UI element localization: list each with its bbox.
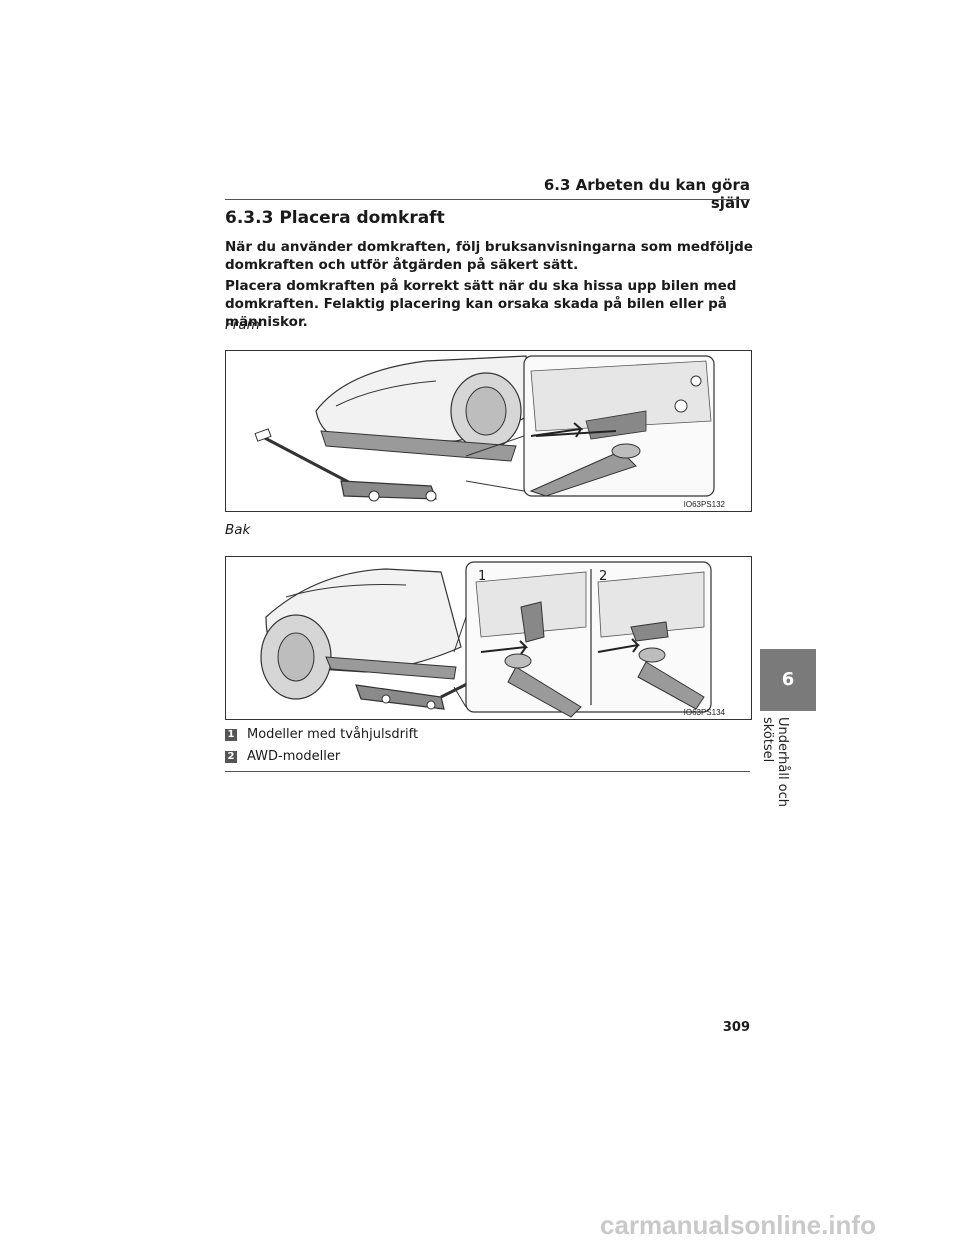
legend-text: AWD-modeller (247, 749, 341, 764)
chapter-tab[interactable]: 6 (760, 649, 816, 711)
section-title: 6.3.3 Placera domkraft (225, 208, 445, 228)
warning-paragraph: Placera domkraften på korrekt sätt när d… (225, 278, 737, 330)
bottom-rule (225, 771, 750, 772)
intro-paragraph: När du använder domkraften, följ bruksan… (225, 239, 753, 273)
legend-number: 1 (225, 729, 237, 741)
legend-item-1: 1 Modeller med tvåhjulsdrift (225, 727, 418, 742)
rear-callout-1: 1 (478, 569, 487, 584)
front-figure-code: IO63PS132 (683, 500, 725, 509)
chapter-title: 6.3 Arbeten du kan göra själv (543, 176, 750, 212)
rear-jack-figure: 1 2 IO63PS134 (225, 556, 752, 720)
watermark: carmanualsonline.info (600, 1210, 876, 1240)
front-jack-figure: IO63PS132 (225, 350, 752, 512)
legend-text: Modeller med tvåhjulsdrift (247, 727, 419, 742)
rear-callout-2: 2 (599, 569, 608, 584)
chapter-tab-label: Underhåll och skötsel (760, 717, 790, 808)
rear-caption: Bak (225, 522, 251, 538)
front-caption: Fram (225, 317, 260, 333)
page-number: 309 (722, 1020, 750, 1035)
legend-item-2: 2 AWD-modeller (225, 749, 340, 764)
rear-jack-illustration (260, 561, 712, 718)
header-rule (225, 199, 750, 200)
front-jack-illustration (254, 355, 715, 502)
rear-figure-code: IO63PS134 (683, 708, 725, 717)
legend-number: 2 (225, 751, 237, 763)
